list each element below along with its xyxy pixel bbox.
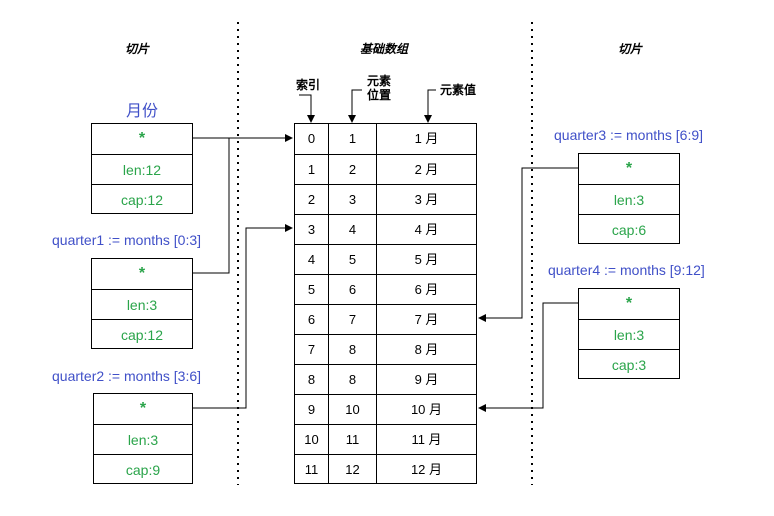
array-position-cell: 10 — [329, 395, 377, 424]
months-cap-field: cap:12 — [92, 184, 192, 214]
array-position-cell: 12 — [329, 455, 377, 484]
array-value-cell: 8 月 — [414, 342, 439, 357]
quarter1-pointer-field: * — [138, 265, 146, 282]
months-slice-title: 月份 — [126, 103, 159, 120]
months-pointer-field: * — [138, 130, 146, 147]
array-index-cell: 7 — [295, 335, 329, 364]
quarter2-pointer-line — [192, 224, 293, 409]
quarter4-slice-header: * len:3 cap:3 — [578, 288, 680, 379]
position-label-arrow — [348, 89, 362, 123]
position-column-label: 元素 位置 — [367, 74, 392, 102]
quarter3-cap-field: cap:6 — [579, 214, 679, 244]
array-value-cell: 3 月 — [414, 192, 439, 207]
quarter4-len-field: len:3 — [579, 319, 679, 349]
quarter3-slice-title: quarter3 := months [6:9] — [554, 127, 704, 143]
array-index-cell: 0 — [295, 124, 329, 154]
array-position-cell: 3 — [329, 185, 377, 214]
quarter1-slice-title: quarter1 := months [0:3] — [52, 232, 202, 248]
array-value-cell: 6 月 — [414, 282, 439, 297]
left-section-heading: 切片 — [125, 42, 150, 56]
array-position-cell: 11 — [329, 425, 377, 454]
array-value-cell: 7 月 — [414, 312, 439, 327]
array-value-cell: 4 月 — [414, 222, 439, 237]
array-position-cell: 7 — [329, 305, 377, 334]
array-value-cell: 1 月 — [414, 131, 439, 146]
value-column-label: 元素值 — [440, 83, 477, 97]
array-index-cell: 10 — [295, 425, 329, 454]
array-position-cell: 5 — [329, 245, 377, 274]
quarter4-pointer-line — [478, 302, 578, 412]
array-index-cell: 5 — [295, 275, 329, 304]
quarter3-pointer-line — [478, 167, 578, 322]
array-index-cell: 9 — [295, 395, 329, 424]
quarter1-cap-field: cap:12 — [92, 319, 192, 349]
array-value-cell: 12 月 — [410, 462, 443, 477]
array-position-cell: 8 — [329, 365, 377, 394]
right-section-heading: 切片 — [618, 42, 643, 56]
quarter3-len-field: len:3 — [579, 184, 679, 214]
quarter1-len-field: len:3 — [92, 289, 192, 319]
quarter2-len-field: len:3 — [94, 424, 192, 454]
array-index-cell: 6 — [295, 305, 329, 334]
quarter2-slice-header: * len:3 cap:9 — [93, 393, 193, 484]
array-position-cell: 4 — [329, 215, 377, 244]
array-index-cell: 8 — [295, 365, 329, 394]
quarter4-pointer-field: * — [625, 295, 633, 312]
array-index-cell: 1 — [295, 155, 329, 184]
quarter2-slice-title: quarter2 := months [3:6] — [52, 368, 202, 384]
quarter3-pointer-field: * — [625, 160, 633, 177]
array-index-cell: 2 — [295, 185, 329, 214]
array-position-cell: 8 — [329, 335, 377, 364]
quarter3-slice-header: * len:3 cap:6 — [578, 153, 680, 244]
index-column-label: 索引 — [296, 78, 321, 92]
value-label-arrow — [424, 89, 436, 123]
quarter4-cap-field: cap:3 — [579, 349, 679, 379]
quarter2-cap-field: cap:9 — [94, 454, 192, 484]
array-position-cell: 1 — [329, 124, 377, 154]
array-value-cell: 10 月 — [410, 402, 443, 417]
array-value-cell: 5 月 — [414, 252, 439, 267]
array-position-cell: 2 — [329, 155, 377, 184]
index-label-arrow — [299, 94, 315, 123]
quarter1-slice-header: * len:3 cap:12 — [91, 258, 193, 349]
months-len-field: len:12 — [92, 154, 192, 184]
array-value-cell: 9 月 — [414, 372, 439, 387]
array-value-cell: 2 月 — [414, 162, 439, 177]
array-index-cell: 3 — [295, 215, 329, 244]
quarter4-slice-title: quarter4 := months [9:12] — [548, 262, 705, 278]
array-index-cell: 4 — [295, 245, 329, 274]
months-slice-header: * len:12 cap:12 — [91, 123, 193, 214]
quarter1-pointer-line — [192, 138, 230, 274]
center-section-heading: 基础数组 — [360, 42, 409, 56]
array-position-cell: 6 — [329, 275, 377, 304]
array-value-cell: 11 月 — [411, 432, 442, 447]
quarter2-pointer-field: * — [139, 400, 147, 417]
array-index-cell: 11 — [295, 455, 329, 484]
